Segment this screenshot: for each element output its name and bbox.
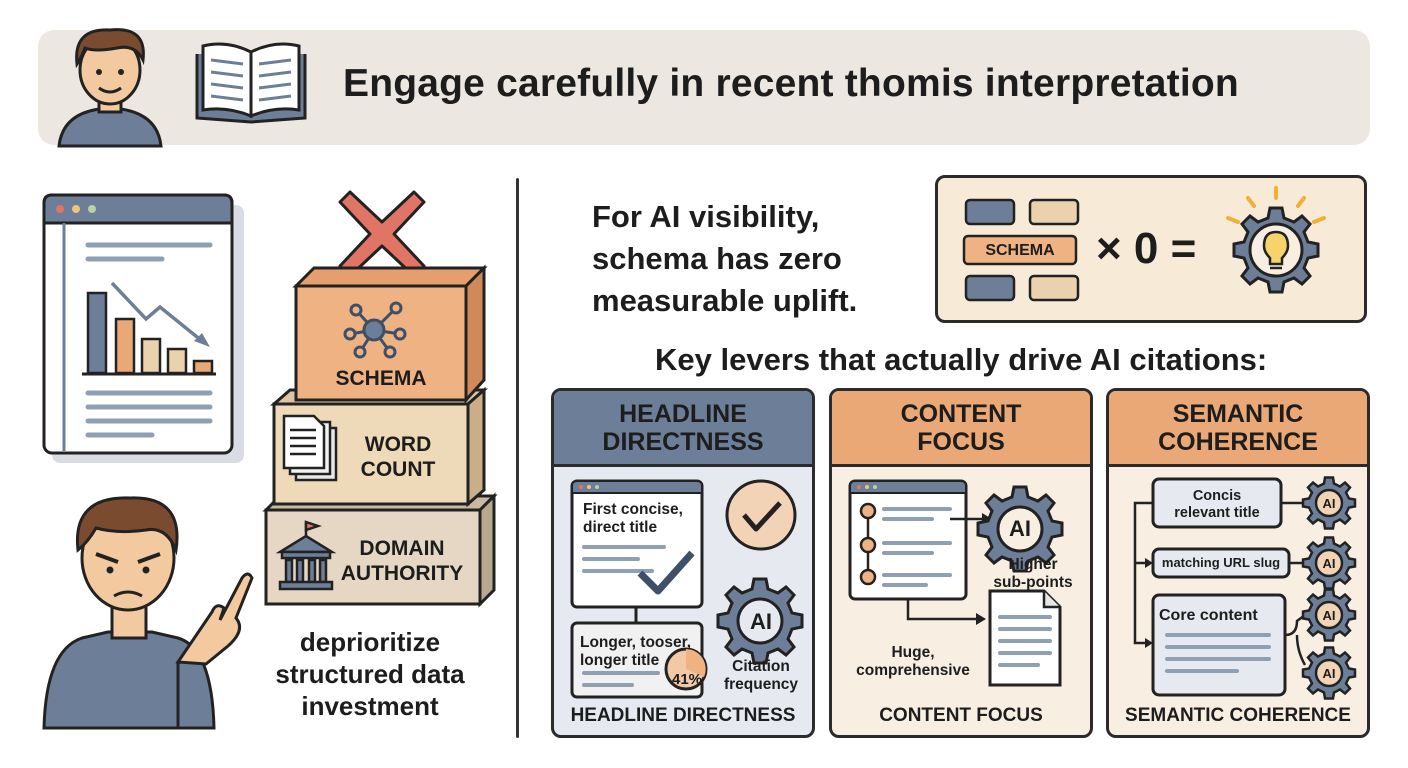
card-header: SEMANTIC COHERENCE	[1109, 391, 1367, 467]
headline-docs-diagram	[570, 479, 804, 699]
citation-caption-line-1: Citation	[732, 658, 790, 675]
statement-line-1: For AI visibility,	[592, 199, 820, 234]
ai-gear-icons	[1301, 476, 1357, 700]
ai-gear-label: AI	[1009, 516, 1031, 541]
institution-icon	[275, 520, 337, 591]
schema-statement: For AI visibility, schema has zero measu…	[592, 196, 922, 322]
ai-gear-label: AI	[750, 609, 772, 634]
semantic-coherence-diagram	[1133, 476, 1357, 700]
word-count-label-line1: WORD	[364, 433, 432, 456]
page-title: Engage carefully in recent thomis interp…	[343, 62, 1239, 105]
card-title: SEMANTIC COHERENCE	[1109, 400, 1367, 456]
core-content-label: Core content	[1159, 607, 1258, 624]
caption-line-3: investment	[301, 691, 439, 721]
card-title-line-2: FOCUS	[917, 428, 1005, 456]
deprioritize-caption: deprioritize structured data investment	[250, 626, 490, 722]
card-title: CONTENT FOCUS	[832, 400, 1090, 456]
stacked-ranking-factor-boxes	[262, 264, 498, 608]
frowning-person-pointing-icon	[42, 496, 254, 730]
card-headline-directness: HEADLINE DIRECTNESS First concise, direc…	[551, 388, 815, 738]
card-title-line-1: CONTENT	[900, 400, 1022, 428]
domain-authority-label-line1: DOMAIN	[359, 537, 445, 560]
open-book-icon	[195, 42, 307, 124]
first-title-line-1: First concise,	[583, 501, 683, 518]
card-footer: SEMANTIC COHERENCE	[1125, 705, 1351, 726]
second-title-line-2: longer title	[580, 652, 660, 669]
citation-caption-line-2: frequency	[723, 676, 799, 693]
higher-caption-line-1: Higher	[1008, 556, 1058, 573]
section-divider	[516, 178, 519, 738]
person-avatar-icon	[57, 28, 163, 148]
first-title-line-2: direct title	[583, 519, 658, 536]
huge-caption-line-1: Huge,	[891, 644, 935, 661]
formula-schema-label: SCHEMA	[985, 242, 1055, 259]
statement-line-2: schema has zero	[592, 241, 842, 276]
formula-operators: × 0 =	[1096, 224, 1197, 273]
ai-gear-label-4: AI	[1322, 666, 1336, 681]
card-semantic-coherence: SEMANTIC COHERENCE	[1106, 388, 1370, 738]
card-content-focus: CONTENT FOCUS AI Higher sub-points	[829, 388, 1093, 738]
huge-caption-line-2: comprehensive	[856, 662, 970, 679]
second-title-line-1: Longer, tooser,	[580, 634, 692, 651]
gear-lightbulb-icon	[1226, 186, 1326, 294]
ai-gear-label-2: AI	[1322, 556, 1336, 571]
declining-chart-window-icon	[42, 193, 244, 463]
card-title-line-1: HEADLINE	[619, 400, 747, 428]
card-title-line-2: DIRECTNESS	[602, 428, 764, 456]
card-header: HEADLINE DIRECTNESS	[554, 391, 812, 467]
ai-gear-label-3: AI	[1322, 608, 1336, 623]
card-header: CONTENT FOCUS	[832, 391, 1090, 467]
schema-box-label: SCHEMA	[335, 367, 427, 390]
card-footer: CONTENT FOCUS	[879, 705, 1043, 726]
caption-line-2: structured data	[275, 659, 465, 689]
content-focus-diagram	[848, 479, 1064, 687]
card-footer: HEADLINE DIRECTNESS	[570, 705, 796, 726]
statement-line-3: measurable uplift.	[592, 283, 858, 318]
card-title: HEADLINE DIRECTNESS	[554, 400, 812, 456]
caption-line-1: deprioritize	[299, 627, 441, 657]
url-slug-label: matching URL slug	[1161, 555, 1281, 570]
percent-badge: 41%	[671, 671, 703, 688]
documents-icon	[282, 414, 338, 482]
key-levers-heading: Key levers that actually drive AI citati…	[655, 342, 1268, 377]
higher-caption-line-2: sub-points	[993, 574, 1073, 591]
ai-gear-label-1: AI	[1322, 496, 1336, 511]
card-title-line-1: SEMANTIC	[1172, 400, 1304, 428]
card-title-line-2: COHERENCE	[1158, 428, 1318, 456]
concis-title-line-1: Concis	[1192, 488, 1242, 504]
schema-box	[292, 264, 488, 404]
concis-title-line-2: relevant title	[1174, 505, 1260, 521]
word-count-label-line2: COUNT	[360, 458, 436, 481]
network-icon	[343, 301, 407, 359]
domain-authority-label-line2: AUTHORITY	[340, 562, 464, 585]
schema-blocks-icon	[962, 198, 1080, 302]
